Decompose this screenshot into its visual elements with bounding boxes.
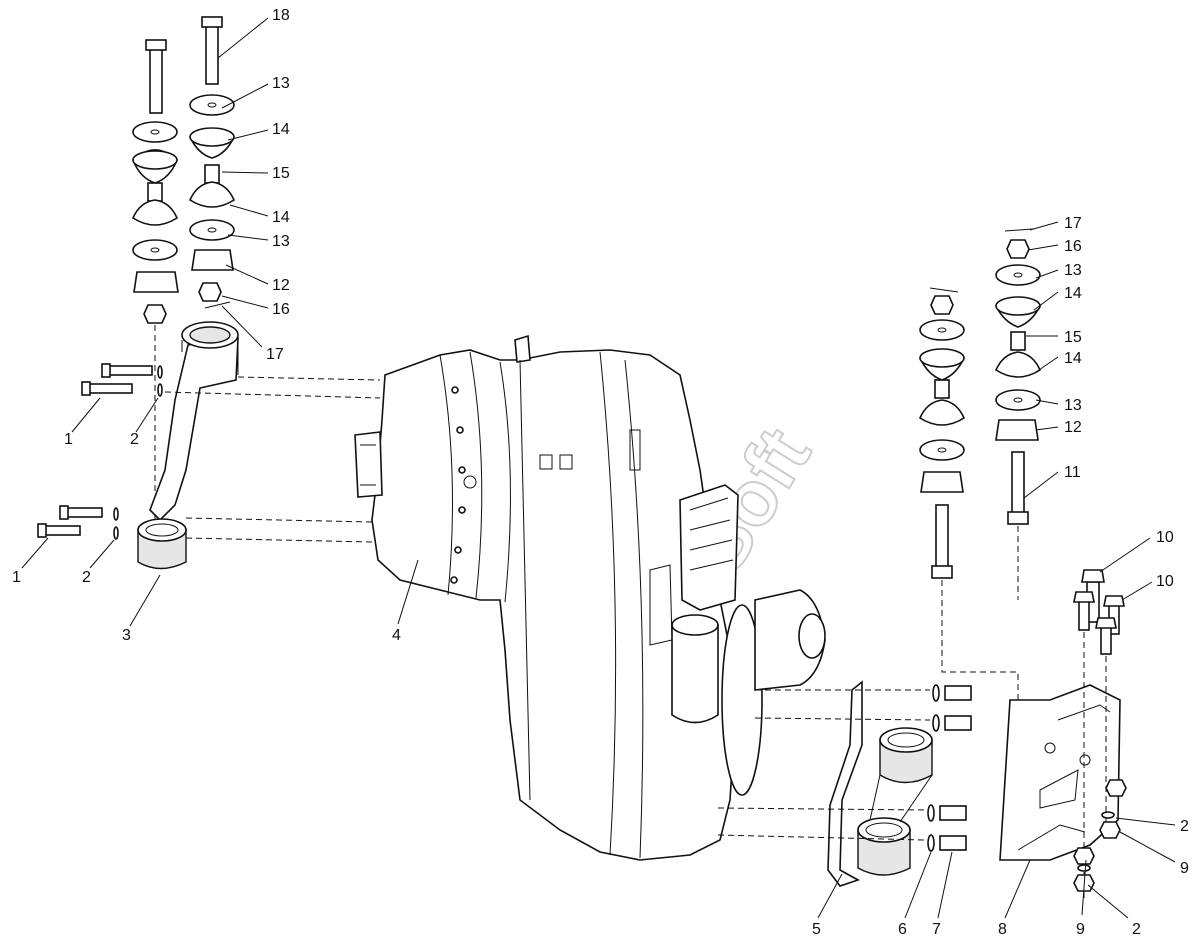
callout-2: 2 [82,569,91,586]
left-mount-bracket [37,321,381,570]
callout-11: 11 [1064,464,1081,481]
left-mount-stack [131,16,236,520]
callout-14: 14 [272,209,290,226]
callout-2: 2 [1180,818,1189,835]
callout-17: 17 [1064,215,1082,232]
callout-7: 7 [932,921,941,938]
callout-13: 13 [272,75,290,92]
callout-17: 17 [266,346,284,363]
callout-3: 3 [122,627,131,644]
callout-9: 9 [1180,860,1189,877]
callout-10: 10 [1156,573,1174,590]
callout-labels: 18 13 14 15 14 13 12 16 17 1 2 1 2 3 4 1… [12,7,1189,938]
callout-16: 16 [1064,238,1082,255]
callout-18: 18 [272,7,290,24]
callout-9: 9 [1076,921,1085,938]
callout-14: 14 [1064,285,1082,302]
leader-lines [21,17,1176,919]
callout-8: 8 [998,921,1007,938]
callout-13: 13 [1064,397,1082,414]
callout-13: 13 [1064,262,1082,279]
callout-2: 2 [130,431,139,448]
callout-1: 1 [64,431,73,448]
transmission-housing [354,334,826,861]
callout-14: 14 [1064,350,1082,367]
right-mount-bracket [999,569,1127,900]
callout-1: 1 [12,569,21,586]
callout-15: 15 [1064,329,1082,346]
callout-16: 16 [272,301,290,318]
right-mount-stack [918,228,1042,752]
callout-14: 14 [272,121,290,138]
callout-4: 4 [392,627,401,644]
callout-12: 12 [1064,419,1082,436]
callout-10: 10 [1156,529,1174,546]
lower-mount-bracket [717,680,972,887]
callout-15: 15 [272,165,290,182]
callout-6: 6 [898,921,907,938]
callout-13: 13 [272,233,290,250]
callout-5: 5 [812,921,821,938]
callout-2: 2 [1132,921,1141,938]
callout-12: 12 [272,277,290,294]
